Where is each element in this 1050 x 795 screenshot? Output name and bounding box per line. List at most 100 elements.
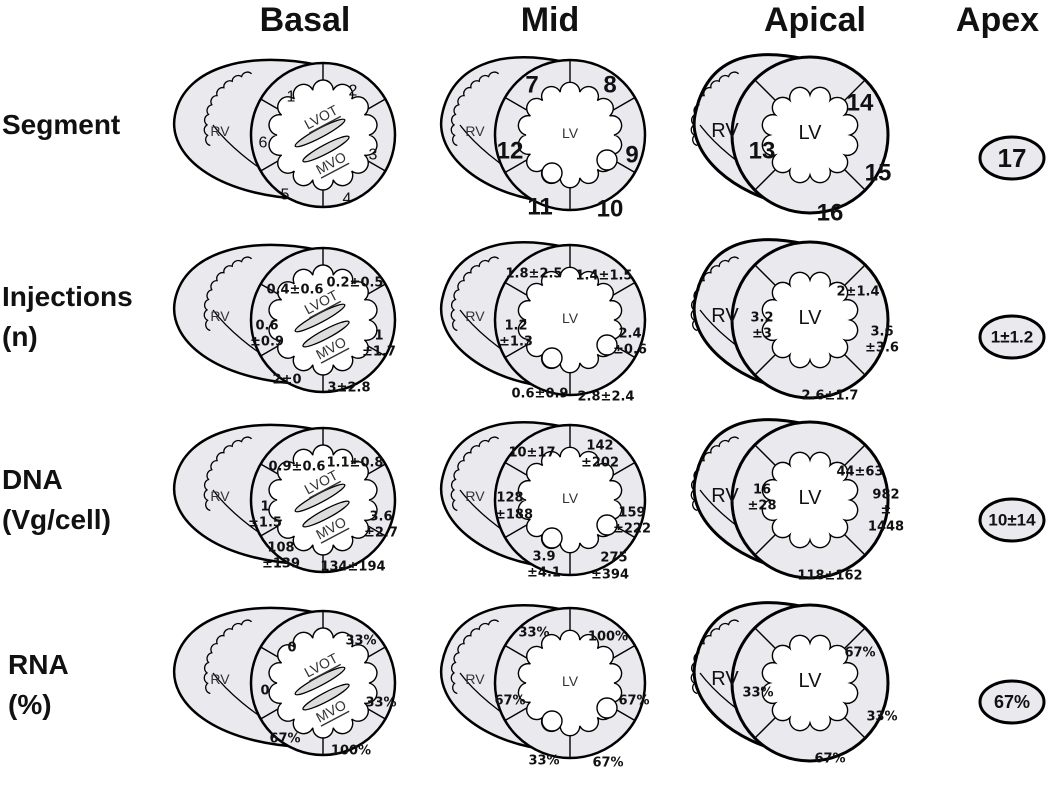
segment-s5-value: 2±0 (273, 373, 302, 388)
rv-endocardium (203, 619, 253, 695)
papillary-muscle (596, 514, 618, 536)
segment-s11-value: 11 (527, 194, 552, 221)
segment-s9-value: 67% (618, 694, 649, 709)
segment-s15a-value: 3.6 (870, 325, 893, 340)
rv-endocardium (203, 436, 253, 512)
papillary-muscle (596, 149, 618, 171)
row-header-injections-line2: (n) (2, 321, 38, 352)
apex-outline (978, 679, 1046, 725)
row-header-rna-line1: RNA (8, 649, 69, 680)
rv-label: RV (711, 305, 739, 327)
segment-s6a-value: 1 (260, 500, 269, 515)
segment-s1-value: 0 (287, 641, 296, 656)
rv-label: RV (210, 308, 230, 324)
rv-endocardium (203, 71, 253, 147)
apex-value: 1±1.2 (991, 328, 1033, 347)
segment-s5-value: 67% (269, 732, 300, 747)
segment-s7-value: 1.8±2.5 (506, 267, 563, 282)
segment-s16-value: 118±162 (797, 569, 862, 584)
lvot-ellipse (294, 303, 346, 333)
rv-label: RV (465, 488, 485, 504)
apex-outline (978, 314, 1046, 360)
lv-cavity (517, 446, 623, 554)
rv-label: RV (711, 120, 739, 142)
rv-endocardium (450, 436, 500, 512)
segment-s12-value: 67% (494, 694, 525, 709)
apex-segment-oval: 17 (978, 135, 1046, 181)
apex-value: 67% (994, 692, 1030, 712)
segment-s5a-value: 108 (267, 541, 294, 556)
segment-s13b-value: ±28 (748, 499, 777, 514)
rv-label: RV (465, 671, 485, 687)
segment-s9a-value: 159 (618, 506, 645, 521)
mvo-ellipse (302, 500, 350, 528)
segment-s10-value: 10 (597, 196, 624, 223)
lv-cavity (761, 271, 859, 369)
segment-s3a-value: 3.6 (369, 510, 392, 525)
segment-s3-value: 3 (369, 147, 378, 164)
segment-s1-value: 1 (287, 89, 296, 106)
row-header-rna-line2: (%) (8, 689, 52, 720)
segment-s10-value: 2.8±2.4 (578, 390, 635, 405)
lv-label: LV (799, 487, 823, 509)
lv-cavity (761, 451, 859, 549)
segment-s15a-value: 982 (872, 488, 899, 503)
rv-label: RV (465, 308, 485, 324)
row-header-dna: DNA (Vg/cell) (2, 460, 111, 540)
row-header-segment: Segment (2, 105, 120, 145)
segment-s16-value: 2.6±1.7 (802, 389, 859, 404)
lvot-ellipse (294, 483, 346, 513)
row-header-rna: RNA (%) (8, 645, 69, 725)
papillary-muscle (541, 527, 563, 549)
segment-s8b-value: ±202 (581, 456, 619, 471)
segment-s10b-value: ±394 (591, 568, 629, 583)
segment-s16-value: 16 (817, 200, 844, 227)
segment-s5-value: 5 (281, 187, 290, 204)
apex-outline (978, 497, 1046, 543)
lv-label: LV (799, 122, 823, 144)
segment-s3-value: 33% (365, 696, 396, 711)
segment-s4-value: 3±2.8 (328, 381, 371, 396)
segment-s14-value: 14 (847, 90, 874, 117)
rv-label: RV (711, 668, 739, 690)
segment-s12a-value: 1.2 (504, 319, 527, 334)
segment-s12b-value: ±188 (495, 508, 533, 523)
apex-dna-oval: 10±14 (978, 497, 1046, 543)
papillary-muscle (541, 162, 563, 184)
segment-s14-value: 44±63 (836, 465, 883, 480)
segment-s5b-value: ±139 (262, 557, 300, 572)
segment-s15b-value: ± (881, 503, 892, 518)
segment-s9b-value: ±222 (613, 522, 651, 537)
segment-s6-value: 0 (260, 684, 269, 699)
segment-s14-value: 67% (844, 646, 875, 661)
segment-s12a-value: 128 (496, 491, 523, 506)
rv-endocardium (690, 71, 740, 147)
papillary-muscle (596, 697, 618, 719)
rv-endocardium (203, 256, 253, 332)
row-header-dna-line1: DNA (2, 464, 63, 495)
lv-label: LV (562, 310, 579, 326)
lv-label: LV (562, 673, 579, 689)
mvo-ellipse (302, 320, 350, 348)
segment-s6b-value: ±1.5 (248, 516, 282, 531)
rv-label: RV (465, 123, 485, 139)
segment-s10-value: 67% (592, 756, 623, 771)
segment-s15c-value: 1448 (868, 520, 904, 535)
column-header-basal: Basal (259, 1, 351, 39)
row-header-injections: Injections (n) (2, 277, 133, 357)
segment-s11a-value: 3.9 (532, 550, 555, 565)
apex-value: 17 (998, 143, 1027, 173)
row-header-dna-line2: (Vg/cell) (2, 504, 111, 535)
lv-cavity (517, 81, 623, 189)
rv-endocardium (690, 256, 740, 332)
segment-s8a-value: 142 (586, 439, 613, 454)
rv-endocardium (450, 619, 500, 695)
row-header-segment-line1: Segment (2, 109, 121, 140)
segment-s13-value: 13 (749, 138, 776, 165)
